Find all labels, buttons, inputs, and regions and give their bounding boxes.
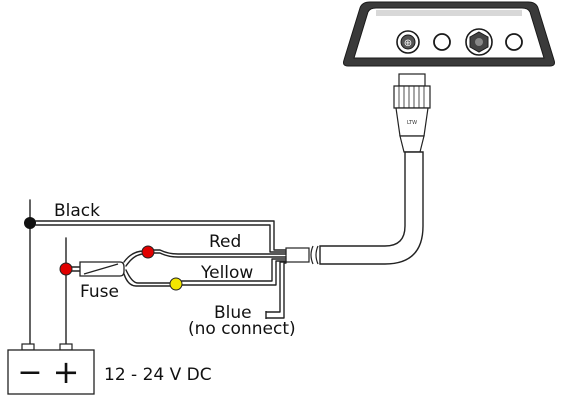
- black-junction-dot: [24, 217, 36, 229]
- connector-brand-text: LTW: [407, 120, 417, 126]
- fuse-label: Fuse: [80, 282, 119, 302]
- main-cable: [285, 151, 424, 265]
- yellow-wire-dot: [169, 277, 183, 291]
- svg-text:⊕: ⊕: [404, 38, 412, 49]
- voltage-label: 12 - 24 V DC: [104, 365, 212, 385]
- battery-minus-symbol: −: [17, 355, 42, 390]
- blue-label: Blue: [214, 303, 252, 323]
- red-label: Red: [209, 232, 241, 252]
- red-wire-dot: [141, 245, 155, 259]
- wires: [29, 199, 287, 345]
- yellow-label: Yellow: [200, 263, 253, 283]
- red-junction-dot: [59, 262, 73, 276]
- battery-icon: − +: [7, 343, 95, 395]
- connector-icon: LTW: [393, 73, 431, 153]
- battery-plus-symbol: +: [53, 353, 80, 391]
- no-connect-label: (no connect): [188, 319, 296, 339]
- gps-module-icon: ⊕: [343, 1, 555, 67]
- fuse-icon: [79, 261, 125, 277]
- black-label: Black: [54, 201, 100, 221]
